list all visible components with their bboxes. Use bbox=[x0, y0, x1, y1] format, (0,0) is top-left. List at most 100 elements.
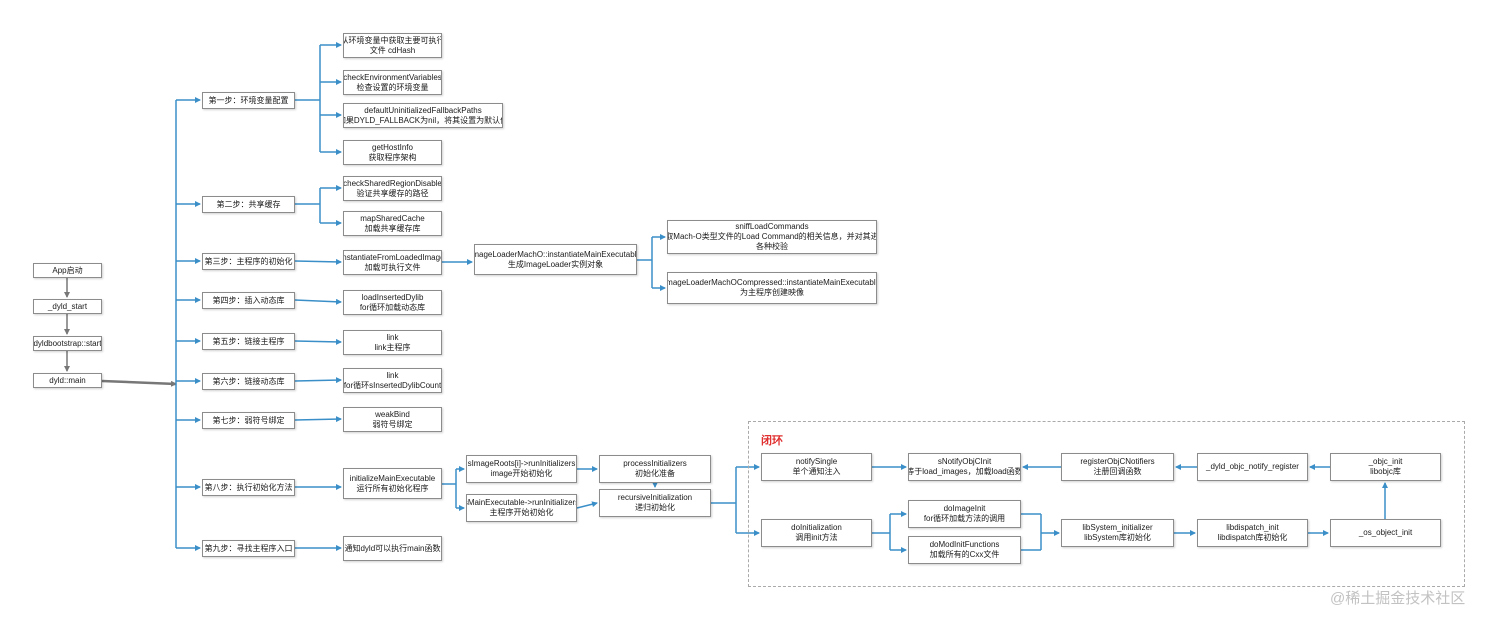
node-dyld-main: dyld::main bbox=[33, 373, 102, 388]
node-dyld-start: _dyld_start bbox=[33, 299, 102, 314]
node-text: libdispatch库初始化 bbox=[1217, 533, 1288, 542]
node-s1: 第一步：环境变量配置 bbox=[202, 92, 295, 109]
node-s7: 第七步：弱符号绑定 bbox=[202, 412, 295, 429]
node-bootstrap: dyldbootstrap::start bbox=[33, 336, 102, 351]
node-s8: 第八步：执行初始化方法 bbox=[202, 479, 295, 496]
node-text: _objc_init bbox=[1368, 457, 1403, 466]
node-text: 加载共享缓存库 bbox=[364, 223, 421, 233]
node-text: 获取Mach-O类型文件的Load Command的相关信息，并对其进行 bbox=[667, 232, 877, 241]
node-text: libobjc库 bbox=[1370, 467, 1401, 476]
node-text: 注册回调函数 bbox=[1093, 467, 1142, 476]
node-text: doImageInit bbox=[943, 504, 986, 513]
node-text: libSystem_initializer bbox=[1082, 523, 1153, 532]
node-text: 各种校验 bbox=[756, 242, 788, 251]
node-s5: 第五步：链接主程序 bbox=[202, 333, 295, 350]
node-text: 第四步：插入动态库 bbox=[212, 295, 285, 305]
node-text: 第三步：主程序的初始化 bbox=[204, 256, 293, 266]
node-text: for循环sInsertedDylibCount bbox=[343, 380, 442, 390]
node-text: getHostInfo bbox=[372, 142, 413, 152]
node-env1: 从环境变量中获取主要可执行文件 cdHash bbox=[343, 33, 442, 58]
node-text: sniffLoadCommands bbox=[735, 222, 809, 231]
node-text: instantiateFromLoadedImage bbox=[343, 252, 442, 262]
node-text: notifySingle bbox=[795, 457, 838, 466]
node-text: 通知dyld可以执行main函数 bbox=[344, 543, 441, 553]
node-text: 运行所有初始化程序 bbox=[356, 483, 429, 493]
node-text: 文件 cdHash bbox=[369, 45, 416, 55]
node-s2: 第二步：共享缓存 bbox=[202, 196, 295, 213]
node-text: App启动 bbox=[52, 265, 83, 275]
node-text: 初始化准备 bbox=[635, 469, 675, 478]
node-ilmc: ImageLoaderMachOCompressed::instantiateM… bbox=[667, 272, 877, 304]
node-text: sNotifyObjCInit bbox=[937, 457, 992, 466]
node-text: link bbox=[386, 332, 399, 342]
node-s3: 第三步：主程序的初始化 bbox=[202, 253, 295, 270]
node-text: 单个通知注入 bbox=[792, 467, 841, 476]
node-text: weakBind bbox=[375, 409, 410, 419]
node-app: App启动 bbox=[33, 263, 102, 278]
node-text: processInitializers bbox=[623, 459, 687, 468]
node-text: 加载可执行文件 bbox=[364, 262, 421, 272]
node-text: 如果DYLD_FALLBACK为nil，将其设置为默认值 bbox=[343, 115, 503, 125]
node-text: link主程序 bbox=[374, 342, 411, 352]
node-text: 主程序开始初始化 bbox=[489, 508, 554, 517]
node-text: doModInitFunctions bbox=[929, 540, 1000, 549]
closed-loop-title: 闭环 bbox=[761, 435, 783, 447]
node-text: 第六步：链接动态库 bbox=[212, 376, 285, 386]
node-text: checkEnvironmentVariables bbox=[343, 72, 442, 82]
node-text: dyldbootstrap::start bbox=[33, 338, 102, 348]
node-s4: 第四步：插入动态库 bbox=[202, 292, 295, 309]
node-text: ImageLoaderMachO::instantiateMainExecuta… bbox=[474, 249, 637, 259]
edge-3 bbox=[101, 379, 177, 387]
node-text: 为主程序创建映像 bbox=[740, 288, 804, 297]
edge-27 bbox=[294, 377, 342, 384]
edge-24 bbox=[294, 258, 342, 265]
node-text: ImageLoaderMachOCompressed::instantiateM… bbox=[667, 278, 877, 287]
node-text: 第五步：链接主程序 bbox=[212, 336, 285, 346]
node-text: dyld::main bbox=[49, 375, 86, 385]
node-text: loadInsertedDylib bbox=[361, 292, 424, 302]
node-text: 第九步：寻找主程序入口 bbox=[204, 543, 293, 553]
node-text: image开始初始化 bbox=[490, 469, 553, 478]
node-text: 加载所有的Cxx文件 bbox=[929, 550, 1000, 559]
node-text: for循环加载方法的调用 bbox=[923, 514, 1006, 523]
node-s6: 第六步：链接动态库 bbox=[202, 373, 295, 390]
node-text: checkSharedRegionDisable bbox=[343, 178, 442, 188]
edge-25 bbox=[294, 298, 342, 305]
node-dyldreg: _dyld_objc_notify_register bbox=[1197, 453, 1308, 481]
edge-26 bbox=[294, 338, 342, 345]
node-text: 第二步：共享缓存 bbox=[216, 199, 281, 209]
node-text: recursiveInitialization bbox=[617, 493, 693, 502]
node-text: _dyld_start bbox=[47, 301, 88, 311]
node-text: doInitialization bbox=[791, 523, 842, 532]
node-text: initializeMainExecutable bbox=[349, 473, 436, 483]
node-osi: _os_object_init bbox=[1330, 519, 1441, 547]
node-text: 递归初始化 bbox=[635, 503, 675, 512]
node-text: mapSharedCache bbox=[360, 213, 425, 223]
node-text: 弱符号绑定 bbox=[372, 419, 413, 429]
node-text: 第七步：弱符号绑定 bbox=[212, 415, 285, 425]
node-text: 第一步：环境变量配置 bbox=[208, 95, 289, 105]
edge-28 bbox=[294, 416, 342, 423]
node-text: 检查设置的环境变量 bbox=[356, 82, 429, 92]
node-text: 调用init方法 bbox=[795, 533, 838, 542]
node-s9: 第九步：寻找主程序入口 bbox=[202, 540, 295, 557]
